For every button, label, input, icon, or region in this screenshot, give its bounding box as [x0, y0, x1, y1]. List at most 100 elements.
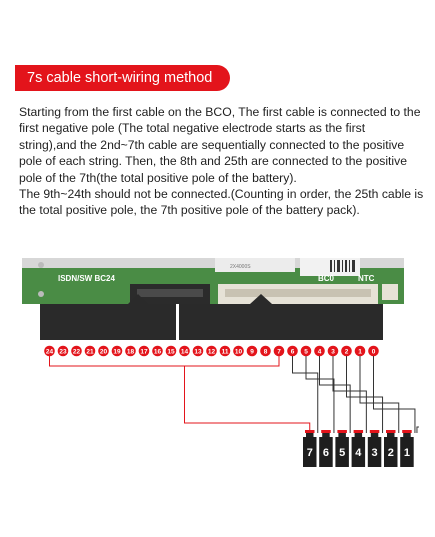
cell-body — [335, 437, 349, 467]
pin-0: 0 — [368, 345, 379, 357]
wire-pin-6 — [292, 356, 319, 433]
cell-positive-cap — [337, 430, 347, 433]
mount-hole — [38, 291, 44, 297]
wire-total-positive — [184, 366, 311, 430]
cell-label: 4 — [355, 447, 362, 459]
pin-8: 8 — [260, 345, 271, 357]
pin-label: 3 — [331, 348, 335, 355]
pin-circle — [219, 345, 231, 357]
pin-label: 7 — [277, 348, 281, 355]
cell-label: 6 — [323, 447, 329, 459]
board-label-left: ISDN/SW BC24 — [58, 274, 115, 283]
connector-ntc — [382, 284, 398, 300]
sticker-text: 2X4000S — [230, 264, 251, 270]
pin-label: 21 — [86, 348, 94, 355]
label-sticker — [215, 258, 295, 272]
pin-17: 17 — [138, 345, 150, 357]
pin-label: 8 — [264, 348, 268, 355]
section-title: 7s cable short-wiring method — [15, 65, 230, 91]
pin-19: 19 — [111, 345, 123, 357]
pin-circle — [300, 345, 312, 357]
pin-label: 19 — [113, 348, 121, 355]
pin-6: 6 — [287, 345, 298, 357]
pin-circle — [260, 345, 271, 357]
pin-circle — [192, 345, 204, 357]
pin-label: 11 — [222, 348, 229, 355]
pin-circle — [368, 345, 379, 357]
pin-label: 17 — [140, 348, 148, 355]
pin-circle — [71, 345, 82, 357]
cell-label: 1 — [404, 447, 410, 459]
pin-label: 5 — [304, 348, 308, 355]
pin-label: 1 — [358, 348, 362, 355]
cell-body — [367, 437, 382, 467]
pin-4: 4 — [314, 345, 325, 357]
pin-5: 5 — [300, 345, 312, 357]
pin-label: 9 — [250, 348, 254, 355]
pin-circle — [44, 345, 55, 357]
cell-1: 1 — [400, 430, 414, 467]
pin-9: 9 — [246, 345, 258, 357]
cell-body — [384, 437, 398, 467]
wire-pin-2 — [346, 356, 384, 433]
pin-13: 13 — [192, 345, 204, 357]
cell-label: 5 — [339, 447, 345, 459]
pin-label: 23 — [59, 348, 67, 355]
pin-label: 16 — [154, 348, 162, 355]
cell-label: 2 — [388, 447, 394, 459]
cell-terminal — [387, 432, 395, 437]
pin-label: 13 — [194, 348, 202, 355]
pin-label: 2 — [345, 348, 349, 355]
cell-terminal — [322, 432, 330, 437]
description-paragraph-2: The 9th~24th should not be connected.(Co… — [19, 187, 424, 218]
cell-positive-cap — [353, 430, 364, 433]
pin-circle — [206, 345, 217, 357]
pin-circle — [138, 345, 150, 357]
board-label-bc0: BC0 — [318, 274, 335, 283]
pin-circle — [233, 345, 244, 357]
cell-2: 2 — [384, 430, 398, 467]
pin-label: 20 — [100, 348, 108, 355]
pin-label: 15 — [167, 348, 175, 355]
pin-23: 23 — [57, 345, 69, 357]
board-label-ntc: NTC — [358, 274, 375, 283]
pin-circle — [165, 345, 177, 357]
wire-pin-0 — [373, 356, 416, 433]
wire-pin-3 — [332, 356, 367, 433]
pin-2: 2 — [341, 345, 352, 357]
pin-24: 24 — [44, 345, 55, 357]
cell-positive-cap — [369, 430, 380, 433]
pin-label: 22 — [73, 348, 81, 355]
pin-label: 0 — [372, 348, 376, 355]
pin-circle — [341, 345, 352, 357]
cable-bundle-right — [179, 304, 383, 340]
cell-body — [400, 437, 414, 467]
pin-circle — [246, 345, 258, 357]
pin-label: 6 — [291, 348, 295, 355]
mount-hole — [38, 262, 44, 268]
pin-circle — [57, 345, 69, 357]
pin-label: 10 — [235, 348, 243, 355]
pin-circle — [327, 345, 339, 357]
cell-terminal — [338, 432, 346, 437]
wires — [49, 356, 419, 433]
wire-pin-4 — [319, 356, 351, 433]
pin-circle — [98, 345, 109, 357]
cell-label: 7 — [307, 447, 313, 459]
cell-label: 3 — [371, 447, 377, 459]
pin-circle — [179, 345, 190, 357]
pin-label: 18 — [127, 348, 135, 355]
cell-body — [319, 437, 333, 467]
pin-1: 1 — [354, 345, 366, 357]
pcb-top-strip — [22, 258, 404, 268]
cell-terminal — [306, 432, 314, 437]
pin-10: 10 — [233, 345, 244, 357]
pin-label: 24 — [46, 348, 54, 355]
wire-pin-1 — [359, 356, 400, 433]
cell-4: 4 — [351, 430, 366, 467]
cell-positive-cap — [402, 430, 412, 433]
cell-6: 6 — [319, 430, 333, 467]
pin-22: 22 — [71, 345, 82, 357]
